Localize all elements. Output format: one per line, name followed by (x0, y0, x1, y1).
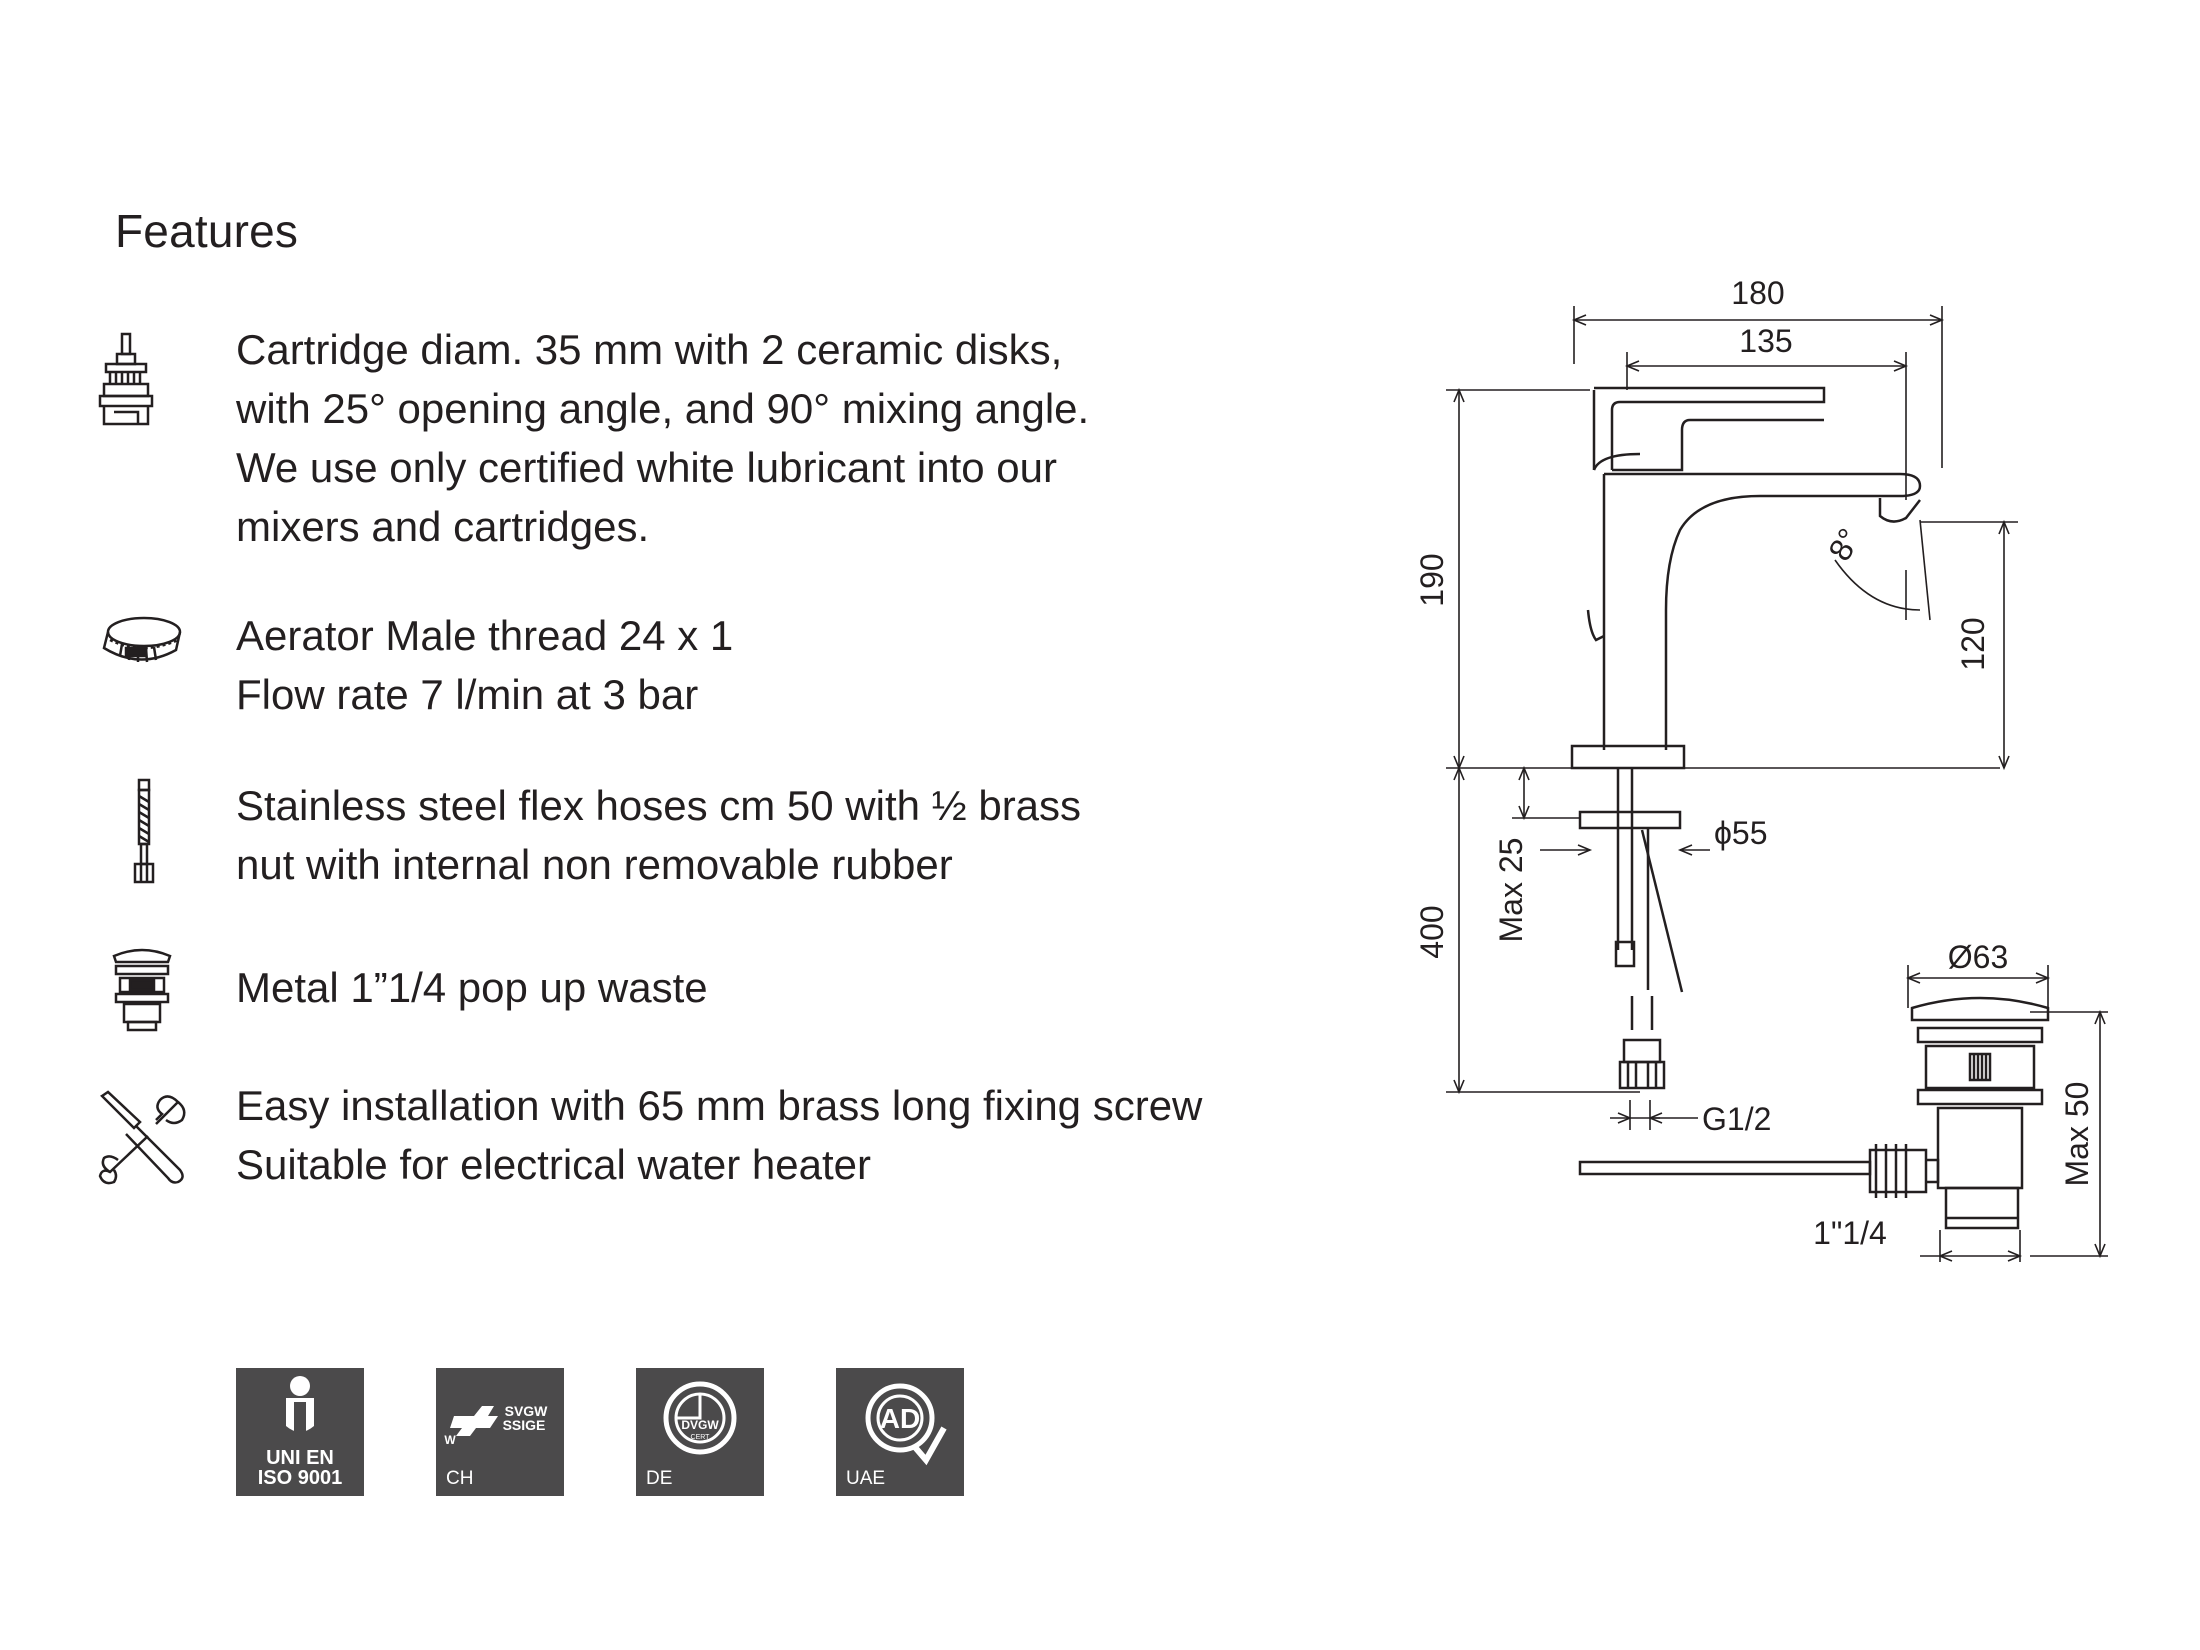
dim-overall-length: 180 (1731, 275, 1784, 311)
aerator-icon (100, 610, 184, 679)
dimension-lines (1446, 306, 2108, 1262)
tools-icon (96, 1090, 192, 1191)
cert-code-de: DE (646, 1468, 673, 1489)
feature-cartridge-text: Cartridge diam. 35 mm with 2 ceramic dis… (236, 326, 1090, 550)
feature-pop-up-waste-text: Metal 1”1/4 pop up waste (236, 964, 708, 1011)
svgw-ssige-icon: SVGW SSIGE W (444, 1403, 549, 1447)
svg-text:ISO 9001: ISO 9001 (258, 1467, 343, 1489)
iso-9001-icon: UNI EN ISO 9001 (258, 1376, 343, 1489)
cert-badge-dvgw: DVGW CERT DE (636, 1368, 764, 1496)
svg-text:W: W (444, 1433, 456, 1447)
dim-spout-length: 135 (1739, 323, 1792, 359)
dim-waste-max: Max 50 (2059, 1082, 2095, 1187)
dim-hose-length: 400 (1414, 905, 1450, 958)
dim-waste-diameter: Ø63 (1948, 939, 2008, 975)
dim-height: 190 (1414, 553, 1450, 606)
flex-hose-icon (126, 776, 162, 891)
dim-connection: G1/2 (1702, 1101, 1771, 1137)
cert-badge-ad: AD UAE (836, 1368, 964, 1496)
dim-spout-height: 120 (1955, 617, 1991, 670)
dvgw-icon: DVGW CERT (663, 1381, 737, 1455)
dim-angle: 8° (1821, 522, 1867, 566)
feature-flex-hose-text: Stainless steel flex hoses cm 50 with ½ … (236, 782, 1082, 888)
cert-badge-svgw: SVGW SSIGE W CH (436, 1368, 564, 1496)
cert-code-uae: UAE (846, 1468, 886, 1489)
cert-code-ch: CH (446, 1468, 474, 1489)
dim-waste-thread: 1"1/4 (1813, 1215, 1887, 1251)
cert-badge-iso: UNI EN ISO 9001 (236, 1368, 364, 1496)
svg-text:CERT: CERT (691, 1434, 711, 1441)
svg-text:AD: AD (880, 1403, 920, 1434)
feature-installation-text: Easy installation with 65 mm brass long … (236, 1082, 1203, 1188)
svg-text:UNI EN: UNI EN (266, 1447, 334, 1469)
feature-aerator-text: Aerator Male thread 24 x 1 Flow rate 7 l… (236, 612, 734, 718)
dim-max-thickness: Max 25 (1493, 838, 1529, 943)
cartridge-icon (96, 332, 156, 437)
features-heading: Features (115, 205, 299, 257)
technical-drawing: 180 135 190 120 8° ϕ55 Max 25 400 G1/2 Ø… (1414, 275, 2108, 1262)
ad-icon: AD (865, 1383, 947, 1466)
svg-text:DVGW: DVGW (681, 1418, 719, 1432)
svg-text:SVGW: SVGW (505, 1403, 549, 1419)
pop-up-waste-icon (110, 944, 174, 1039)
dim-base-diameter: ϕ55 (1714, 815, 1768, 851)
svg-text:SSIGE: SSIGE (503, 1417, 546, 1433)
faucet-outline (1570, 386, 2050, 1230)
